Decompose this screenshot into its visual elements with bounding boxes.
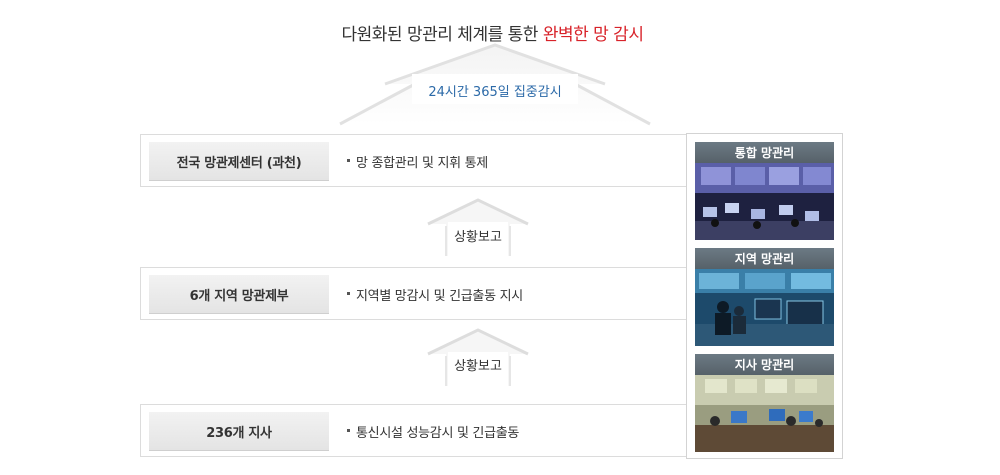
tier-description: 통신시설 성능감시 및 긴급출동 (347, 405, 519, 458)
photo-card-regional: 지역 망관리 (695, 248, 834, 350)
photo-card-branch: 지사 망관리 (695, 354, 834, 456)
photo-card-integrated: 통합 망관리 (695, 142, 834, 244)
report-arrow-2 (427, 328, 529, 386)
diagram-title: 다원화된 망관리 체계를 통한 완벽한 망 감시 (0, 20, 985, 45)
top-arrow (339, 43, 651, 126)
bullet-icon (347, 429, 350, 432)
report-arrow-1 (427, 198, 529, 256)
tier-description: 망 종합관리 및 지휘 통제 (347, 135, 488, 188)
branch-room-photo (695, 375, 834, 452)
photo-panel: 통합 망관리 지역 망관리 (686, 133, 843, 459)
title-main: 다원화된 망관리 체계를 통한 (341, 25, 543, 45)
tier-description-text: 통신시설 성능감시 및 긴급출동 (356, 426, 520, 441)
arrow-label-report-1: 상황보고 (454, 230, 502, 245)
title-highlight: 완벽한 망 감시 (542, 25, 644, 45)
tier-name: 236개 지사 (149, 412, 329, 451)
control-room-photo (695, 163, 834, 240)
photo-label: 통합 망관리 (695, 142, 834, 163)
photo-label: 지역 망관리 (695, 248, 834, 269)
tier-national-center: 전국 망관제센터 (과천) 망 종합관리 및 지휘 통제 (140, 134, 686, 187)
regional-room-photo (695, 269, 834, 346)
photo-label: 지사 망관리 (695, 354, 834, 375)
tier-name: 전국 망관제센터 (과천) (149, 142, 329, 181)
tier-description-text: 망 종합관리 및 지휘 통제 (356, 156, 488, 171)
tier-regional-departments: 6개 지역 망관제부 지역별 망감시 및 긴급출동 지시 (140, 267, 686, 320)
bullet-icon (347, 159, 350, 162)
bullet-icon (347, 292, 350, 295)
tier-description: 지역별 망감시 및 긴급출동 지시 (347, 268, 523, 321)
tier-branch-offices: 236개 지사 통신시설 성능감시 및 긴급출동 (140, 404, 686, 457)
tier-name: 6개 지역 망관제부 (149, 275, 329, 314)
tier-description-text: 지역별 망감시 및 긴급출동 지시 (356, 289, 523, 304)
arrow-label-monitoring: 24시간 365일 집중감시 (428, 85, 562, 100)
arrow-label-report-2: 상황보고 (454, 359, 502, 374)
